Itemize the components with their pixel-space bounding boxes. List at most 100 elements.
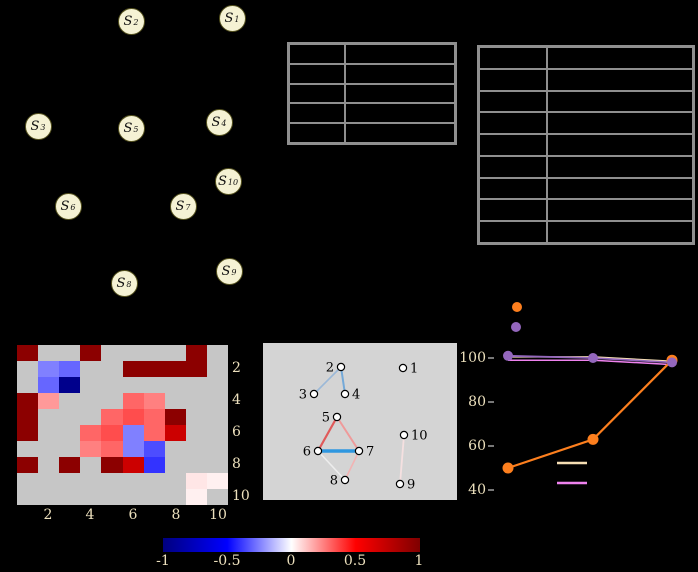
heatmap-cell <box>143 409 165 425</box>
heatmap-cell <box>206 345 228 361</box>
heatmap-cell <box>143 377 165 393</box>
graph-node-6 <box>313 446 323 456</box>
heatmap-cell <box>80 409 102 425</box>
heatmap-cell <box>17 377 39 393</box>
orange-series-marker <box>502 462 514 474</box>
graph-node-9 <box>395 479 405 489</box>
heatmap-cell <box>101 457 123 473</box>
purple-series-marker <box>588 353 598 363</box>
heatmap-cell <box>80 393 102 409</box>
heatmap-cell <box>38 393 60 409</box>
table-cell <box>479 112 547 135</box>
table-cell <box>479 221 547 243</box>
heatmap-cell <box>17 393 39 409</box>
heatmap-cell <box>143 361 165 377</box>
heatmap-cell <box>101 393 123 409</box>
graph-edge-2-3 <box>313 366 342 395</box>
heatmap-y-tick: 8 <box>232 456 241 472</box>
heatmap-cell <box>59 393 81 409</box>
heatmap-cell <box>185 361 207 377</box>
heatmap-cell <box>101 361 123 377</box>
heatmap-cell <box>17 361 39 377</box>
data-table-1 <box>287 42 457 145</box>
heatmap-cell <box>38 473 60 489</box>
table-cell <box>547 112 693 135</box>
heatmap-cell <box>38 457 60 473</box>
table-cell <box>289 63 345 84</box>
heatmap-cell <box>80 345 102 361</box>
heatmap-cell <box>38 425 60 441</box>
heatmap-cell <box>122 489 144 505</box>
heatmap-cell <box>164 473 186 489</box>
graph-node-label-6: 6 <box>303 445 311 460</box>
table-cell <box>547 221 693 243</box>
heatmap-cell <box>206 361 228 377</box>
table-cell <box>479 47 547 69</box>
table-cell <box>479 90 547 113</box>
graph-node-label-4: 4 <box>352 388 360 403</box>
graph-node-2 <box>336 362 346 372</box>
colorbar-tick-neg05: -0.5 <box>213 553 241 569</box>
heatmap-cell <box>143 345 165 361</box>
graph-node-7 <box>354 446 364 456</box>
table-cell <box>289 103 345 124</box>
heatmap-cell <box>59 457 81 473</box>
heatmap-cell <box>143 489 165 505</box>
heatmap-cell <box>80 425 102 441</box>
graph-panel-background <box>263 343 457 500</box>
table-cell <box>479 177 547 200</box>
heatmap-cell <box>59 425 81 441</box>
heatmap-cell <box>17 345 39 361</box>
legend-dot-1 <box>511 322 521 332</box>
table-cell <box>547 68 693 91</box>
colorbar-gradient <box>163 538 420 552</box>
heatmap-cell <box>122 425 144 441</box>
heatmap-cell <box>122 345 144 361</box>
heatmap-cell <box>80 473 102 489</box>
graph-node-5 <box>332 412 342 422</box>
heatmap-y-tick: 4 <box>232 392 241 408</box>
heatmap-cell <box>185 457 207 473</box>
graph-node-label-5: 5 <box>322 411 330 426</box>
heatmap-cell <box>164 425 186 441</box>
heatmap-cell <box>122 441 144 457</box>
table-cell <box>345 44 455 64</box>
table-cell <box>547 155 693 178</box>
heatmap-cell <box>59 377 81 393</box>
table-cell <box>547 90 693 113</box>
heatmap-cell <box>185 425 207 441</box>
heatmap-cell <box>122 361 144 377</box>
heatmap-cell <box>164 409 186 425</box>
y-axis-tick-100: 100 <box>459 350 486 366</box>
y-axis-tick-60: 60 <box>468 438 486 454</box>
heatmap-cell <box>143 425 165 441</box>
heatmap-cell <box>164 393 186 409</box>
y-axis-tick-80: 80 <box>468 394 486 410</box>
table-cell <box>345 123 455 143</box>
heatmap-cell <box>80 441 102 457</box>
heatmap-cell <box>206 441 228 457</box>
heatmap-cell <box>38 377 60 393</box>
heatmap-cell <box>185 473 207 489</box>
graph-edge-6-8 <box>317 450 346 481</box>
table-cell <box>547 199 693 222</box>
heatmap-cell <box>38 441 60 457</box>
purple-series-marker <box>503 350 513 361</box>
heatmap-cell <box>59 441 81 457</box>
colorbar-tick-1: 1 <box>414 553 424 569</box>
heatmap-cell <box>164 377 186 393</box>
heatmap-cell <box>59 345 81 361</box>
table-cell <box>479 68 547 91</box>
heatmap-y-tick: 2 <box>232 360 241 376</box>
heatmap-cell <box>164 489 186 505</box>
heatmap-cell <box>38 409 60 425</box>
heatmap-cell <box>80 457 102 473</box>
heatmap-cell <box>164 361 186 377</box>
heatmap-cell <box>17 425 39 441</box>
heatmap-cell <box>101 441 123 457</box>
